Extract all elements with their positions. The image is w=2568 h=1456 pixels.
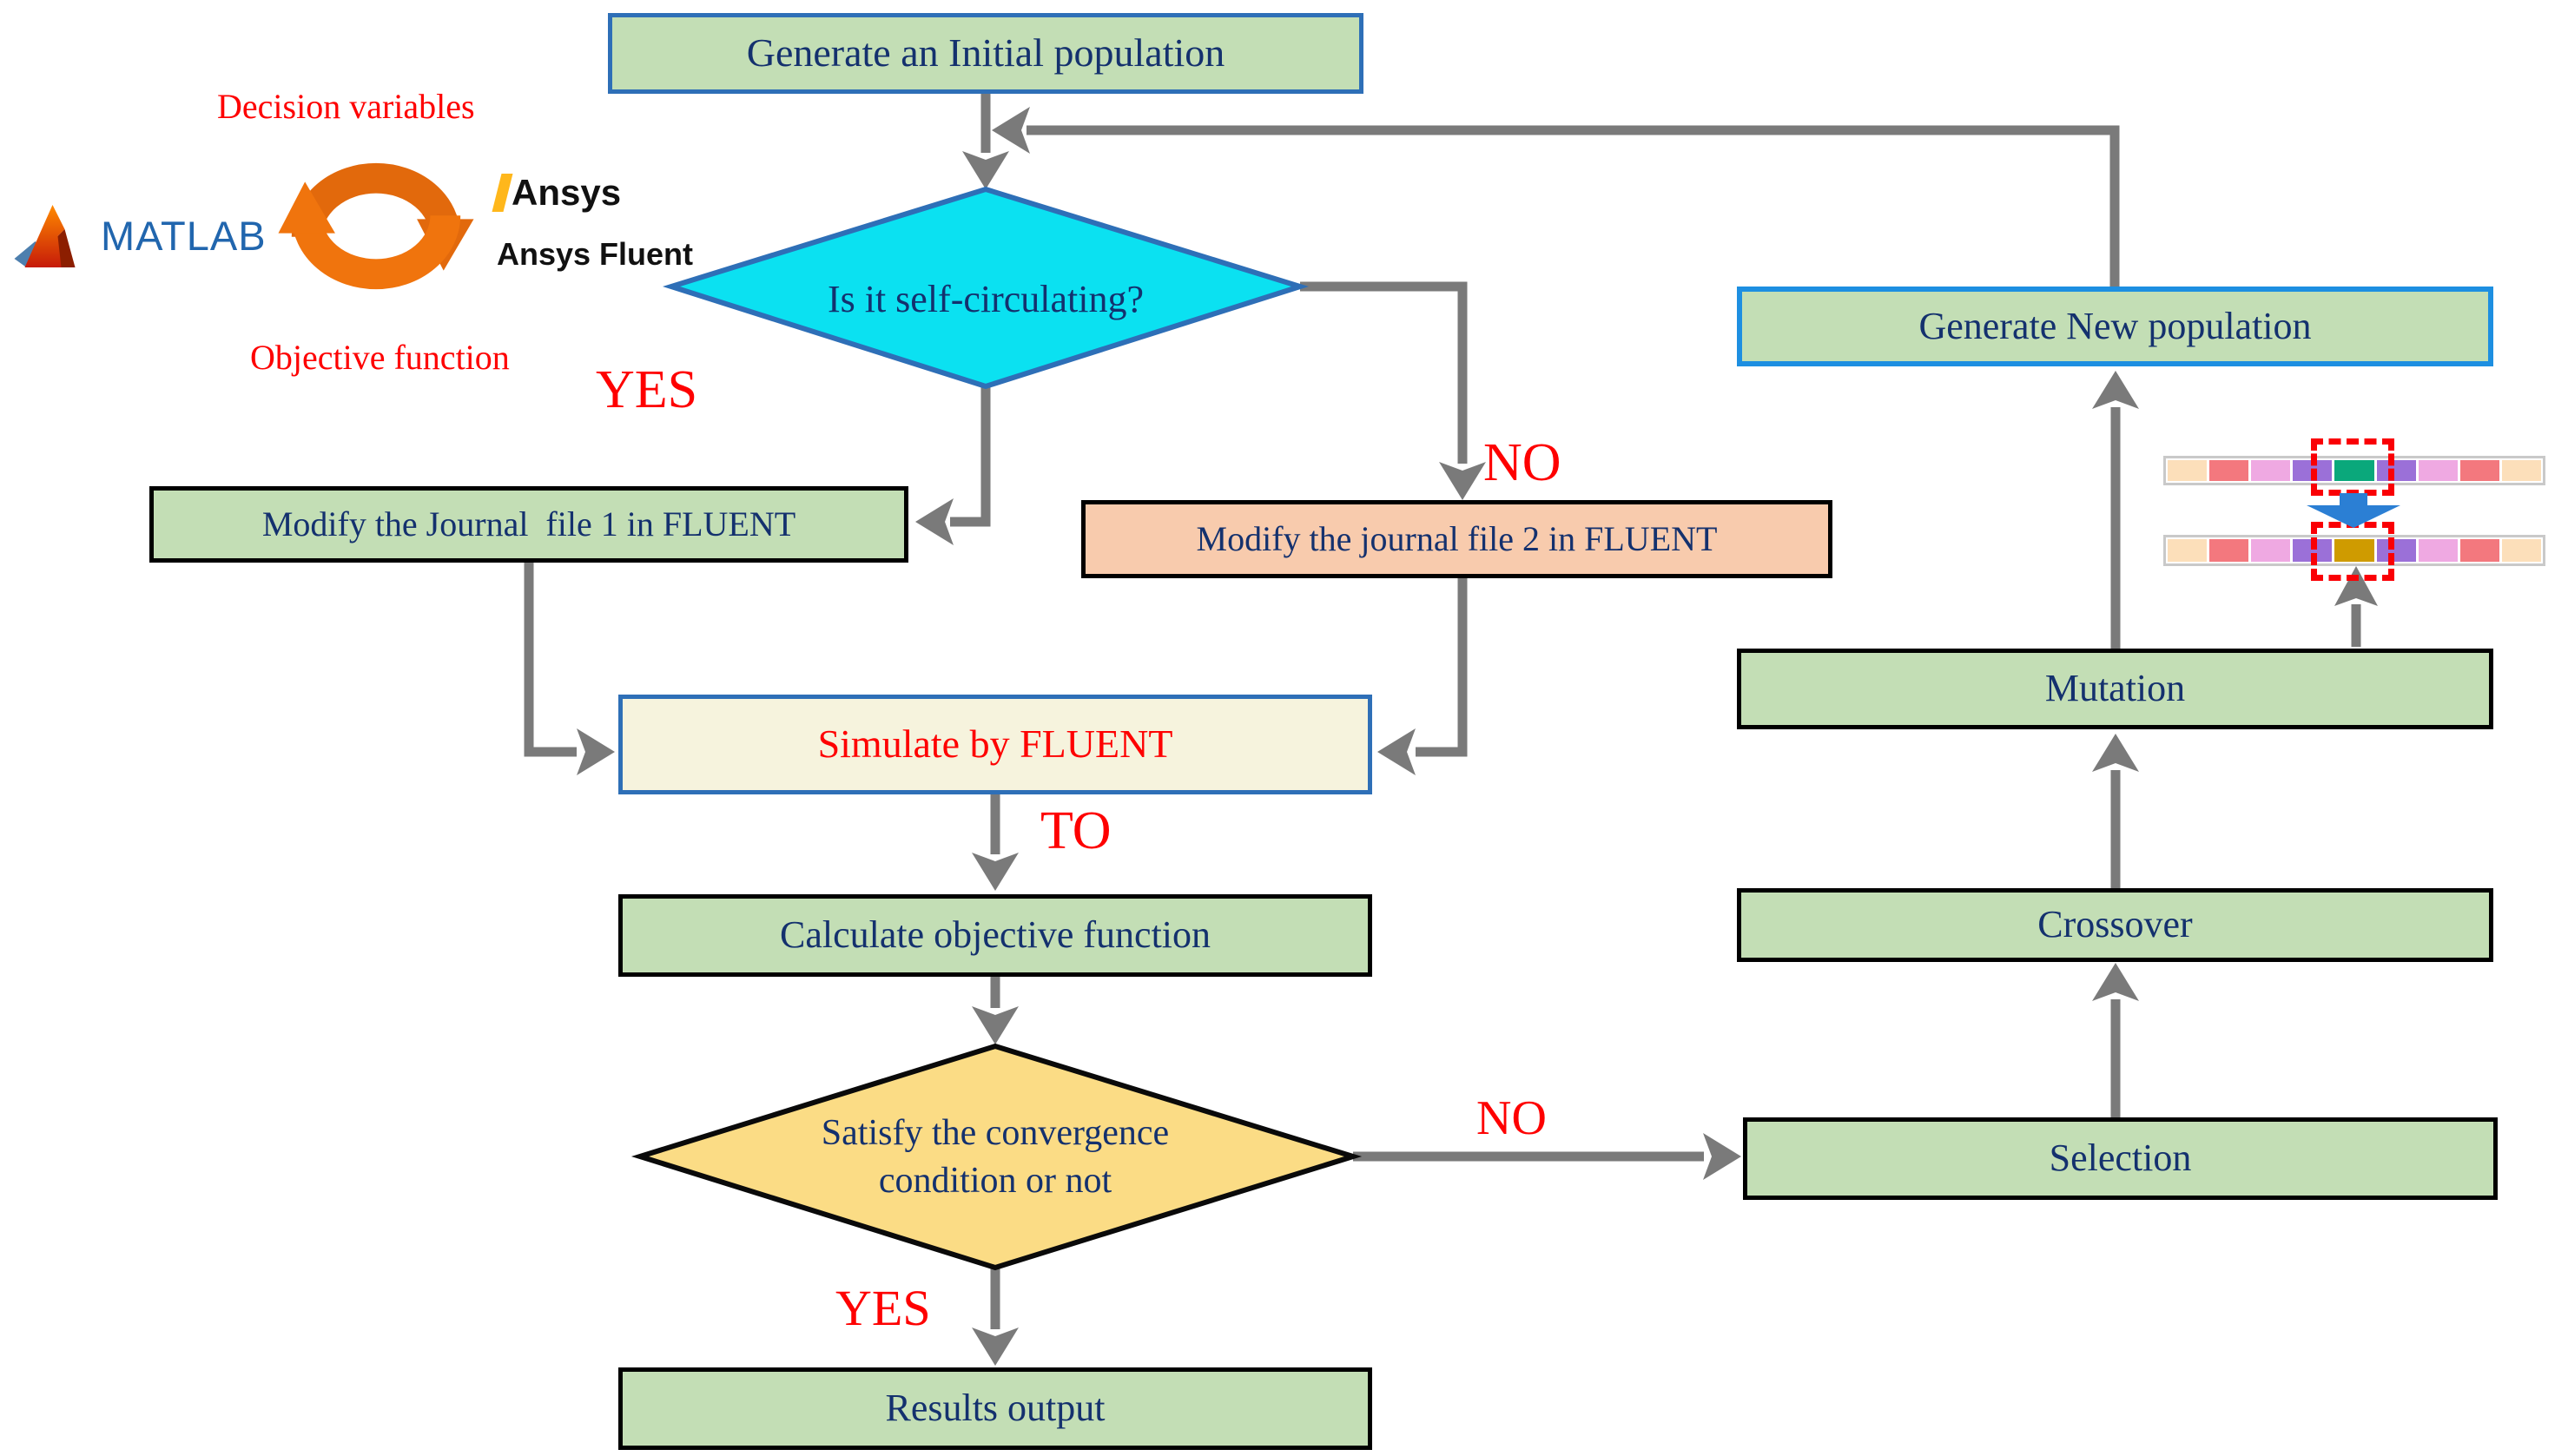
node-label: Modify the journal file 2 in FLUENT [1196, 519, 1718, 558]
node-label: Results output [885, 1387, 1106, 1430]
gene-cell [2459, 539, 2499, 562]
mutated-gene-highlight-top [2311, 438, 2394, 496]
cycle-arc-bottom [291, 214, 461, 290]
node-selection: Selection [1743, 1117, 2498, 1200]
node-label-line2: condition or not [878, 1161, 1112, 1201]
arrowhead-left-simulate [1377, 728, 1416, 775]
arrowhead-right-simulate [577, 728, 615, 775]
decision-diamond-self-circulating [662, 186, 1310, 390]
legend-decision-variables: Decision variables [217, 87, 475, 126]
edge-no1-to-journal2 [1300, 281, 1468, 464]
gene-cell [2376, 539, 2416, 562]
edge-arrowheads [577, 107, 2378, 1366]
node-label: Generate New population [1918, 304, 2312, 347]
arrowhead-up-mutation [2092, 734, 2139, 772]
gene-cell [2251, 539, 2291, 562]
node-label: Is it self-circulating? [827, 277, 1145, 320]
arrowhead-up-newpop [2092, 371, 2139, 409]
cycle-arrowhead-bottom [278, 181, 335, 234]
node-generate-new-population: Generate New population [1737, 287, 2493, 366]
cycle-arrows-icon [278, 162, 474, 290]
gene-cell [2376, 460, 2416, 481]
gene-cell [2459, 460, 2499, 481]
node-label: Mutation [2044, 667, 2186, 710]
edge-label-yes-2: YES [835, 1280, 931, 1336]
arrowhead-left-journal1 [915, 498, 954, 545]
gene-cell [2334, 460, 2374, 481]
edge-label-yes-1: YES [596, 360, 698, 419]
arrowhead-down-journal2 [1439, 462, 1486, 500]
gene-cell [2501, 460, 2541, 481]
edge-journal2-to-simulate [1416, 578, 1468, 757]
gene-cell [2334, 539, 2374, 562]
ansys-fluent-logo: Ansys Fluent [497, 236, 693, 273]
gene-cell [2168, 460, 2208, 481]
ansys-logo: Ansys [492, 172, 622, 214]
gene-strip-before-mutation [2163, 456, 2545, 485]
node-mutation: Mutation [1737, 649, 2493, 729]
matlab-peak-shadow [57, 229, 76, 267]
arrowhead-down-diamond2 [972, 1006, 1019, 1044]
decision-diamond-convergence [630, 1043, 1363, 1271]
node-label: Crossover [2037, 903, 2193, 946]
node-label-line1: Satisfy the convergence [821, 1113, 1170, 1154]
node-results-output: Results output [618, 1367, 1372, 1450]
edge-label-no-1: NO [1483, 433, 1561, 492]
arrowhead-down-results [972, 1328, 1019, 1366]
legend-objective-function: Objective function [250, 338, 510, 377]
node-label: Generate an Initial population [746, 30, 1225, 76]
gene-cell [2418, 460, 2458, 481]
gene-cell [2418, 539, 2458, 562]
mutated-gene-highlight-bottom [2311, 522, 2394, 581]
node-generate-initial-population: Generate an Initial population [608, 13, 1363, 94]
arrowhead-down-calc [972, 853, 1019, 891]
mutation-blue-arrow-icon [2307, 493, 2400, 528]
node-modify-journal-file-2: Modify the journal file 2 in FLUENT [1081, 500, 1832, 578]
diamond-label-self-circulating: Is it self-circulating? [725, 274, 1246, 323]
arrowhead-up-genes [2334, 566, 2378, 606]
node-label: Selection [2049, 1136, 2192, 1180]
matlab-logo-icon [14, 205, 76, 267]
edge-label-no-2: NO [1476, 1091, 1547, 1145]
ansys-fluent-logo-text: Ansys Fluent [497, 236, 694, 272]
node-label: Simulate by FLUENT [817, 721, 1173, 767]
node-label: Modify the Journal file 1 in FLUENT [261, 504, 796, 544]
edge-feedback-loop [1027, 125, 2120, 287]
gene-cell [2168, 539, 2208, 562]
gene-cell [2209, 460, 2249, 481]
blue-down-arrow-shape [2307, 493, 2400, 528]
edge-lines [524, 94, 2361, 1329]
gene-cell [2209, 539, 2249, 562]
edge-yes1-to-journal1 [950, 386, 991, 527]
gene-cell [2251, 460, 2291, 481]
gene-strip-after-mutation [2163, 535, 2545, 566]
node-crossover: Crossover [1737, 888, 2493, 962]
node-calculate-objective-function: Calculate objective function [618, 894, 1372, 977]
diamond-label-convergence: Satisfy the convergence condition or not [735, 1101, 1256, 1214]
edge-label-to: TO [1040, 801, 1112, 860]
ansys-logo-text: Ansys [512, 172, 622, 213]
matlab-logo-text: MATLAB [101, 213, 267, 259]
node-simulate-by-fluent: Simulate by FLUENT [618, 695, 1372, 794]
arrowhead-up-crossover [2092, 963, 2139, 1001]
arrowhead-down-diamond1 [962, 151, 1009, 189]
arrowhead-left-feedback [992, 107, 1030, 154]
arrowhead-right-selection [1703, 1133, 1741, 1180]
node-label: Calculate objective function [779, 913, 1211, 957]
edge-journal1-to-simulate [524, 563, 577, 757]
node-modify-journal-file-1: Modify the Journal file 1 in FLUENT [149, 486, 908, 563]
gene-cell [2501, 539, 2541, 562]
